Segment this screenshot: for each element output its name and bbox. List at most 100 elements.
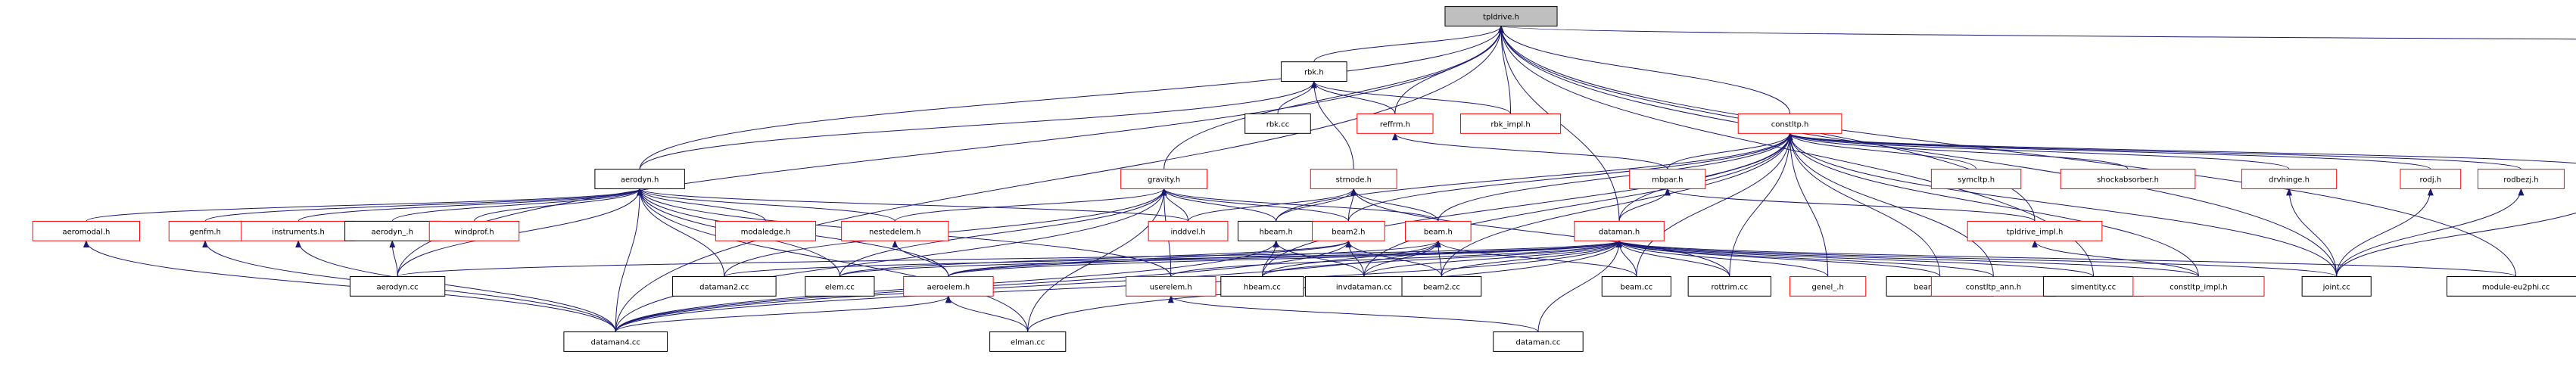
edge-reffrm-h-to-rbk-h	[1310, 80, 1396, 114]
node-box	[1789, 276, 1867, 297]
edge-tpldrive-cc-to-tpldrive-h	[1500, 25, 2576, 40]
node-rottrim-cc[interactable]: rottrim.cc	[1687, 276, 1772, 297]
edge-joint-cc-to-rodbezj-h	[2336, 188, 2525, 277]
edge-nestedelem-h-to-aerodyn-h	[637, 188, 896, 222]
node-elman-cc[interactable]: elman.cc	[989, 331, 1067, 352]
edge-beam-h-to-gravity-h	[1160, 188, 1439, 222]
node-rbk-cc[interactable]: rbk.cc	[1244, 114, 1311, 134]
node-dataman4-cc[interactable]: dataman4.cc	[563, 331, 668, 352]
node-tpldrive-h[interactable]: tpldrive.h	[1444, 6, 1558, 26]
node-label: nestedelem.h	[869, 228, 920, 236]
node-windprof-h[interactable]: windprof.h	[428, 220, 520, 241]
node-dataman-h[interactable]: dataman.h	[1574, 220, 1665, 241]
edge-dataman4-cc-to-beam-h	[615, 240, 1441, 332]
edge-constltp-h-to-tpldrive-h	[1498, 25, 1791, 114]
node-constltp-ann-h[interactable]: constltp_ann.h	[1930, 276, 2056, 297]
edge-dataman2-cc-to-aerodyn-h	[637, 188, 725, 277]
node-label: symcltp.h	[1958, 176, 1995, 185]
node-aerodyn-h[interactable]: aerodyn_.h	[344, 220, 441, 241]
edge-constltp-impl-h-to-dataman-h	[1616, 240, 2199, 277]
node-box	[2241, 169, 2338, 189]
node-label: rodbezj.h	[2503, 176, 2538, 185]
node-label: rbk_impl.h	[1490, 120, 1530, 129]
node-simentity-cc[interactable]: simentity.cc	[2042, 276, 2145, 297]
node-box	[1126, 276, 1216, 297]
node-constltp-impl-h[interactable]: constltp_impl.h	[2132, 276, 2265, 297]
node-joint-cc[interactable]: joint.cc	[2301, 276, 2372, 297]
node-label: hbeam.cc	[1244, 283, 1281, 291]
node-modaledge-h[interactable]: modaledge.h	[715, 220, 816, 241]
node-label: rottrim.cc	[1711, 283, 1748, 291]
node-box	[903, 276, 994, 297]
node-rbk-h[interactable]: rbk.h	[1281, 61, 1347, 82]
node-symcltp-h[interactable]: symcltp.h	[1930, 169, 2022, 189]
node-rbk-impl-h[interactable]: rbk_impl.h	[1459, 114, 1562, 134]
edge-joint-cc-to-totalj-h	[2336, 212, 2576, 277]
edge-hbeam-cc-to-dataman-h	[1262, 240, 1622, 277]
node-box	[1493, 331, 1584, 352]
node-userelem-h[interactable]: userelem.h	[1126, 276, 1216, 297]
edge-aerodyn-h-to-tpldrive-h	[639, 25, 1504, 170]
node-box	[344, 220, 441, 241]
edge-simentity-cc-to-dataman-h	[1616, 240, 2094, 277]
node-box	[1401, 276, 1482, 297]
node-box	[2301, 276, 2372, 297]
edge-dataman4-cc-to-aerodyn-h	[615, 188, 643, 332]
node-box	[2060, 169, 2196, 189]
node-label: shockabsorber.h	[2097, 176, 2159, 185]
node-beam-h[interactable]: beam.h	[1405, 220, 1472, 241]
node-box	[1574, 220, 1665, 241]
node-aerodyn-h[interactable]: aerodyn.h	[594, 169, 685, 189]
node-rodj-h[interactable]: rodj.h	[2400, 169, 2462, 189]
edge-instruments-h-to-aerodyn-h	[297, 188, 643, 222]
node-gravity-h[interactable]: gravity.h	[1120, 169, 1208, 189]
node-box	[1459, 114, 1562, 134]
node-genfm-h[interactable]: genfm.h	[168, 220, 242, 241]
node-label: tpldrive_impl.h	[2007, 228, 2064, 236]
node-label: genfm.h	[189, 228, 221, 236]
node-box	[563, 331, 668, 352]
edge-aeroelem-h-to-nestedelem-h	[892, 240, 949, 277]
node-dataman2-cc[interactable]: dataman2.cc	[671, 276, 777, 297]
node-instruments-h[interactable]: instruments.h	[241, 220, 356, 241]
edge-strnode-h-to-rbk-h	[1310, 80, 1354, 170]
node-dataman-cc[interactable]: dataman.cc	[1493, 331, 1584, 352]
node-label: aeroelem.h	[927, 283, 970, 291]
edge-invdataman-cc-to-dataman-h	[1363, 240, 1622, 277]
node-strnode-h[interactable]: strnode.h	[1310, 169, 1397, 189]
node-beam-cc[interactable]: beam.cc	[1601, 276, 1671, 297]
node-box	[1281, 61, 1347, 82]
node-aerodyn-cc[interactable]: aerodyn.cc	[349, 276, 446, 297]
edge-dataman-cc-to-userelem-h	[1167, 295, 1539, 333]
node-constltp-h[interactable]: constltp.h	[1737, 114, 1842, 134]
node-hbeam-h[interactable]: hbeam.h	[1238, 220, 1315, 241]
node-label: beam2.h	[1332, 228, 1365, 236]
node-mbpar-h[interactable]: mbpar.h	[1629, 169, 1706, 189]
edge-constltp-impl-h-to-constltp-h	[1786, 132, 2199, 277]
node-nestedelem-h[interactable]: nestedelem.h	[841, 220, 949, 241]
node-hbeam-cc[interactable]: hbeam.cc	[1220, 276, 1304, 297]
edge-aerodyn-cc-to-aerodyn-h	[389, 240, 398, 277]
node-label: aeromodal.h	[62, 228, 110, 236]
node-reffrm-h[interactable]: reffrm.h	[1357, 114, 1434, 134]
node-elem-cc[interactable]: elem.cc	[805, 276, 875, 297]
node-label: inddvel.h	[1170, 228, 1205, 236]
node-genel-h[interactable]: genel_.h	[1789, 276, 1867, 297]
edge-hbeam-h-to-strnode-h	[1276, 188, 1357, 222]
node-aeroelem-h[interactable]: aeroelem.h	[903, 276, 994, 297]
edge-beam2-cc-to-dataman-h	[1441, 240, 1622, 277]
node-box	[2400, 169, 2462, 189]
node-shockabsorber-h[interactable]: shockabsorber.h	[2060, 169, 2196, 189]
node-module-eu2phi-cc[interactable]: module-eu2phi.cc	[2446, 276, 2576, 297]
node-inddvel-h[interactable]: inddvel.h	[1148, 220, 1229, 241]
node-label: module-eu2phi.cc	[2482, 283, 2550, 291]
node-tpldrive-impl-h[interactable]: tpldrive_impl.h	[1967, 220, 2103, 241]
node-label: constltp_impl.h	[2170, 283, 2227, 291]
node-beam2-cc[interactable]: beam2.cc	[1401, 276, 1482, 297]
node-box	[1220, 276, 1304, 297]
node-drvhinge-h[interactable]: drvhinge.h	[2241, 169, 2338, 189]
node-box	[805, 276, 875, 297]
node-rodbezj-h[interactable]: rodbezj.h	[2477, 169, 2565, 189]
node-beam2-h[interactable]: beam2.h	[1312, 220, 1385, 241]
node-aeromodal-h[interactable]: aeromodal.h	[32, 220, 141, 241]
